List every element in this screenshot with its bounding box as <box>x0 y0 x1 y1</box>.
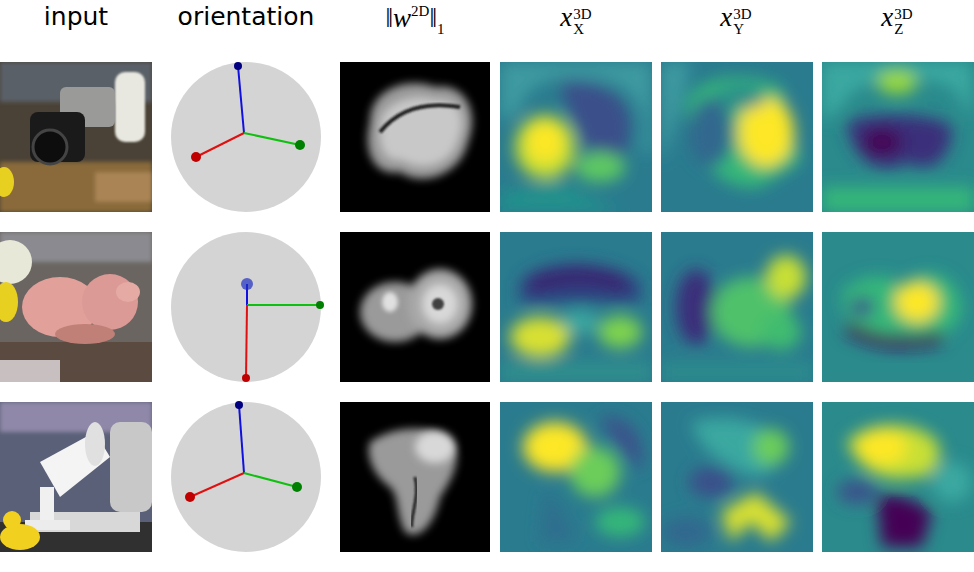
heatmap <box>500 232 652 382</box>
orientation-plot <box>171 62 321 212</box>
header-text: 2D <box>411 3 429 19</box>
header-text: x <box>881 2 893 32</box>
script-stack: 3DY <box>733 7 751 39</box>
input-photo <box>0 402 152 552</box>
input-photo <box>0 232 152 382</box>
header-text: x <box>720 2 732 32</box>
heatmap <box>661 232 813 382</box>
heatmap <box>822 232 974 382</box>
math-script: Y <box>733 22 751 38</box>
norm-map <box>340 402 490 552</box>
orientation-plot <box>171 232 324 382</box>
column-header: x3DY <box>720 4 751 38</box>
column-header: input <box>44 4 108 29</box>
heatmap <box>822 62 974 212</box>
math-script: X <box>573 22 591 38</box>
math-script: Z <box>894 22 912 38</box>
header-text: ‖ <box>429 3 437 33</box>
norm-map <box>340 232 490 382</box>
heatmap <box>500 402 652 552</box>
column-header: orientation <box>178 4 315 29</box>
column-header: x3DX <box>560 4 591 38</box>
column-header: x3DZ <box>881 4 912 38</box>
heatmap <box>822 402 974 552</box>
math-script: 3D <box>733 7 751 23</box>
header-text: orientation <box>178 2 315 31</box>
column-header: ‖w2D‖1 <box>385 4 444 37</box>
input-photo <box>0 62 152 212</box>
header-text: ‖w <box>385 3 411 33</box>
math-script: 3D <box>894 7 912 23</box>
header-text: x <box>560 2 572 32</box>
math-script: 3D <box>573 7 591 23</box>
script-stack: 3DX <box>573 7 591 39</box>
header-text: input <box>44 2 108 31</box>
script-stack: 3DZ <box>894 7 912 39</box>
orientation-plot <box>171 401 321 552</box>
heatmap <box>661 402 813 552</box>
header-text: 1 <box>437 21 445 37</box>
heatmap <box>500 62 652 212</box>
norm-map <box>340 62 490 212</box>
heatmap <box>661 62 813 212</box>
